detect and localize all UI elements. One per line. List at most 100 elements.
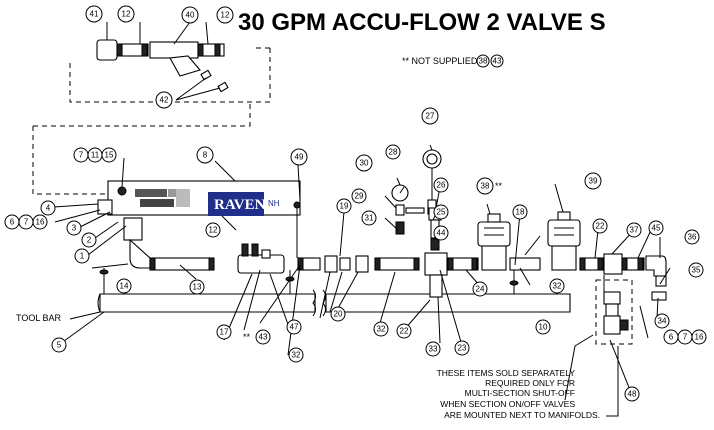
callout-28: 28 [385,144,401,160]
svg-text:30: 30 [360,159,369,168]
svg-text:49: 49 [295,153,304,162]
svg-text:48: 48 [628,390,637,399]
callout-42: 42 [155,91,173,109]
svg-text:29: 29 [355,192,364,201]
svg-text:2: 2 [87,236,92,245]
svg-text:25: 25 [437,208,446,217]
callout-37: 37 [626,222,642,238]
svg-text:22: 22 [400,327,409,336]
callout-7-top: 7 [73,147,89,163]
callout-16-left: 16 [32,214,48,230]
svg-text:16: 16 [695,333,704,342]
callout-33: 33 [425,341,441,357]
callout-8: 8 [196,146,214,164]
svg-text:31: 31 [365,214,374,223]
callout-41: 41 [85,5,103,23]
svg-text:38: 38 [481,182,490,191]
svg-text:36: 36 [688,233,697,242]
diagram-title: 30 GPM ACCU-FLOW 2 VALVE S [238,9,606,36]
callout-45: 45 [648,220,664,236]
svg-text:47: 47 [290,323,299,332]
svg-text:16: 16 [36,218,45,227]
callout-15: 15 [101,147,117,163]
callout-27: 27 [421,107,439,125]
callout-10: 10 [535,319,551,335]
tool-bar-leader [69,311,101,320]
svg-text:22: 22 [596,222,605,231]
svg-text:11: 11 [91,151,100,160]
callout-47: 47 [286,319,302,335]
svg-text:15: 15 [105,151,114,160]
callout-32-c: 32 [549,278,565,294]
callout-22-a: 22 [396,323,412,339]
callout-30: 30 [355,154,373,172]
svg-text:4: 4 [46,204,51,213]
svg-text:10: 10 [539,323,548,332]
svg-text:17: 17 [220,328,229,337]
svg-text:5: 5 [57,341,62,350]
double-star-38: ** [495,181,503,191]
callout-4: 4 [40,200,56,216]
callout-29: 29 [351,188,367,204]
gauge-assembly [391,149,442,251]
note-line-3: MULTI-SECTION SHUT-OFF [465,388,575,398]
callout-25: 25 [433,204,449,220]
svg-text:45: 45 [652,224,661,233]
callout-49: 49 [290,148,308,166]
callout-39: 39 [584,172,602,190]
tool-bar-label: TOOL BAR [16,313,62,323]
svg-text:20: 20 [334,310,343,319]
svg-text:28: 28 [389,148,398,157]
svg-text:12: 12 [209,226,218,235]
callout-32-b: 32 [373,321,389,337]
raven-logo-suffix: NH [268,199,280,208]
note-line-2: REQUIRED ONLY FOR [485,378,575,388]
callout-1: 1 [74,248,90,264]
svg-text:44: 44 [437,229,446,238]
svg-text:39: 39 [589,177,598,186]
callout-2: 2 [81,232,97,248]
svg-text:38: 38 [479,57,488,66]
svg-text:1: 1 [80,252,85,261]
svg-text:41: 41 [90,10,99,19]
callout-12b: 12 [216,6,234,24]
callout-3: 3 [66,220,82,236]
svg-text:14: 14 [120,282,129,291]
svg-text:32: 32 [553,282,562,291]
top-strainer-assembly [96,30,229,93]
svg-text:33: 33 [429,345,438,354]
raven-console: RAVEN NH [97,180,301,258]
svg-text:12: 12 [122,10,131,19]
svg-text:8: 8 [203,151,208,160]
note-leader [606,346,619,417]
svg-text:27: 27 [426,112,435,121]
leader-lines [53,21,671,401]
callout-7-left: 7 [18,214,34,230]
svg-text:32: 32 [292,351,301,360]
callout-36: 36 [684,229,700,245]
callout-17: 17 [216,324,232,340]
note-line-4: WHEN SECTION ON/OFF VALVES [440,399,575,409]
svg-text:3: 3 [72,224,77,233]
callout-18: 18 [512,204,528,220]
svg-text:23: 23 [458,344,467,353]
svg-text:18: 18 [516,208,525,217]
callout-35: 35 [688,262,704,278]
callout-5: 5 [51,337,67,353]
svg-text:6: 6 [10,218,15,227]
callout-22-b: 22 [592,218,608,234]
callout-19: 19 [336,198,352,214]
callout-12c: 12 [205,222,221,238]
callout-32-a: 32 [288,347,304,363]
callout-6-left: 6 [4,214,20,230]
note-line-1: THESE ITEMS SOLD SEPARATELY [437,368,576,378]
callout-31: 31 [361,210,377,226]
callout-40: 40 [181,6,199,24]
dashed-boundary [32,47,271,195]
svg-text:42: 42 [160,96,169,105]
svg-text:26: 26 [437,181,446,190]
svg-text:34: 34 [658,317,667,326]
callout-26: 26 [433,177,449,193]
section-valve-1 [477,213,511,271]
